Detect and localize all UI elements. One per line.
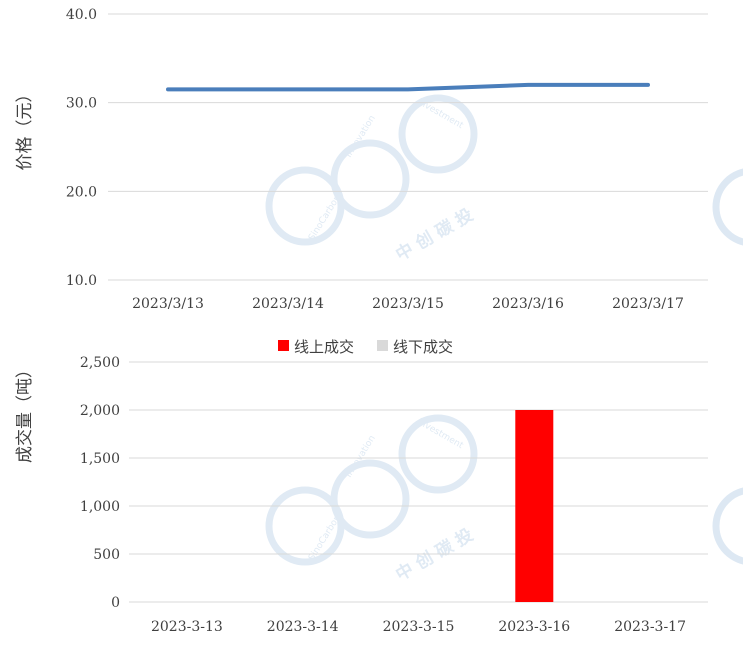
watermark-circle: [398, 94, 478, 174]
volume-bars: [515, 410, 554, 602]
volume-legend: 线上成交 线下成交: [278, 338, 453, 356]
watermark-circle: [330, 139, 410, 219]
price-x-tick-labels: 2023/3/13 2023/3/14 2023/3/15 2023/3/16 2023…: [132, 296, 684, 312]
volume-y-tick-label: 2,000: [80, 403, 120, 419]
price-series-line: [166, 82, 650, 92]
volume-x-tick-labels: 2023-3-13 2023-3-14 2023-3-15 2023-3-16 2023…: [151, 619, 686, 635]
price-series: [166, 82, 650, 92]
volume-y-tick-label: 1,000: [80, 499, 120, 515]
price-x-tick-label: 2023/3/14: [252, 296, 324, 312]
volume-x-tick-label: 2023-3-14: [267, 619, 339, 635]
watermark-circle: [398, 414, 478, 494]
watermark-circle: [265, 486, 345, 566]
legend-swatch-offline: [377, 340, 388, 351]
watermark-circle: [712, 168, 743, 246]
price-y-tick-labels: 10.0 20.0 30.0 40.0: [66, 7, 97, 289]
price-x-tick-label: 2023/3/15: [372, 296, 444, 312]
price-y-tick-label: 10.0: [66, 273, 97, 289]
price-x-tick-label: 2023/3/17: [612, 296, 684, 312]
volume-x-tick-label: 2023-3-17: [614, 619, 686, 635]
volume-x-tick-label: 2023-3-13: [151, 619, 223, 635]
watermark-latin-middle: Innovation: [344, 434, 378, 480]
volume-y-tick-labels: 0 500 1,000 1,500 2,000 2,500: [80, 355, 120, 611]
watermark-latin-middle: Innovation: [344, 114, 378, 160]
volume-x-tick-label: 2023-3-16: [498, 619, 570, 635]
price-grid: [108, 13, 708, 281]
price-y-tick-label: 30.0: [66, 96, 97, 112]
price-y-axis-label: 价格（元）: [15, 86, 35, 171]
volume-y-tick-label: 500: [93, 547, 120, 563]
legend-label-offline: 线下成交: [393, 338, 453, 356]
volume-y-tick-label: 2,500: [80, 355, 120, 371]
price-y-tick-label: 20.0: [66, 184, 97, 200]
volume-bar: [515, 410, 554, 602]
watermark-circle: [265, 166, 345, 246]
volume-grid: [129, 361, 708, 603]
price-x-tick-label: 2023/3/13: [132, 296, 204, 312]
volume-y-tick-label: 1,500: [80, 451, 120, 467]
volume-y-tick-label: 0: [111, 595, 120, 611]
watermark-circle: [330, 459, 410, 539]
watermark-cjk: 中 创 碳 投: [392, 204, 477, 265]
legend-swatch-online: [278, 340, 289, 351]
watermark-circle: [712, 487, 743, 565]
price-x-tick-label: 2023/3/16: [492, 296, 564, 312]
volume-y-axis-label: 成交量（吨）: [15, 361, 35, 463]
legend-label-online: 线上成交: [294, 338, 354, 356]
price-y-tick-label: 40.0: [66, 7, 97, 23]
watermark-cjk: 中 创 碳 投: [392, 524, 477, 585]
volume-x-tick-label: 2023-3-15: [383, 619, 455, 635]
